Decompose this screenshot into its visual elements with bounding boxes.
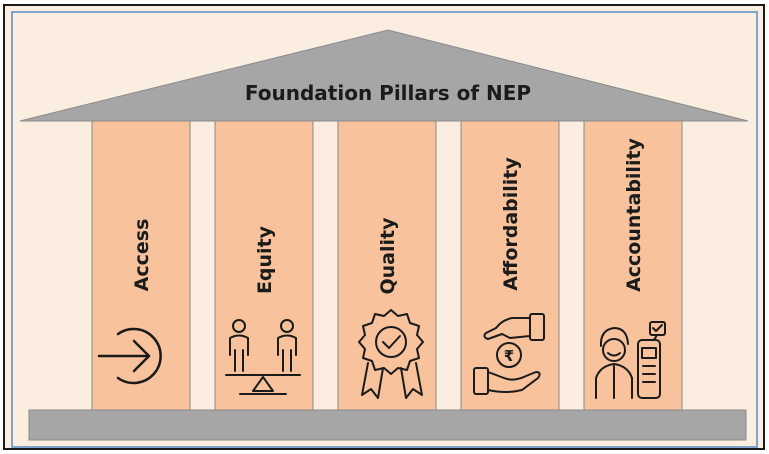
balance-people-icon bbox=[225, 319, 301, 395]
pillar-affordability: Affordability ₹ bbox=[460, 120, 560, 411]
pillar-access: Access bbox=[91, 120, 191, 411]
base-platform bbox=[28, 409, 747, 441]
inner-border bbox=[11, 11, 758, 448]
arrow-circle-icon bbox=[97, 327, 162, 385]
person-checklist-icon bbox=[595, 321, 666, 399]
pillar-label-affordability: Affordability bbox=[500, 157, 522, 291]
roof bbox=[19, 29, 749, 122]
pillar-label-quality: Quality bbox=[377, 217, 399, 295]
pillar-quality: Quality bbox=[337, 120, 437, 411]
diagram-title: Foundation Pillars of NEP bbox=[245, 81, 531, 105]
pillar-accountability: Accountability bbox=[583, 120, 683, 411]
pillar-label-accountability: Accountability bbox=[623, 137, 645, 291]
rupee-hands-icon: ₹ bbox=[473, 313, 545, 395]
pillar-label-access: Access bbox=[131, 219, 153, 292]
svg-text:₹: ₹ bbox=[504, 347, 514, 365]
quality-badge-icon bbox=[358, 309, 424, 399]
pillar-label-equity: Equity bbox=[254, 225, 276, 294]
pillar-equity: Equity bbox=[214, 120, 314, 411]
